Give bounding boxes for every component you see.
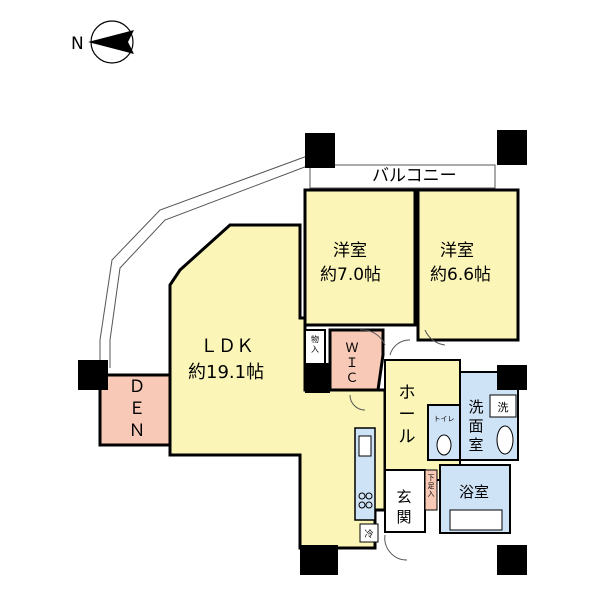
- svg-text:洗: 洗: [468, 398, 483, 416]
- svg-text:Ｗ: Ｗ: [345, 341, 358, 356]
- bath-label: 浴室: [459, 483, 489, 501]
- washroom-label: 洗 面 室: [468, 398, 483, 454]
- svg-text:ル: ル: [399, 427, 416, 447]
- western-room-1-size: 約7.0帖: [320, 265, 381, 285]
- ldk-size: 約19.1帖: [188, 362, 264, 383]
- svg-text:Ｄ: Ｄ: [129, 377, 146, 397]
- svg-text:ー: ー: [399, 405, 416, 425]
- wic-label: Ｗ Ｉ Ｃ: [345, 341, 358, 386]
- entrance-label: 玄 関: [396, 488, 411, 526]
- svg-text:入: 入: [311, 345, 319, 354]
- fridge-label: 冷: [364, 528, 373, 540]
- ldk-name: ＬＤＫ: [200, 336, 254, 357]
- svg-text:物: 物: [311, 334, 319, 344]
- washroom: [459, 371, 519, 461]
- door-swings: [349, 329, 446, 561]
- western-room-2-name: 洋室: [440, 241, 474, 261]
- svg-text:入: 入: [428, 490, 435, 498]
- svg-text:下: 下: [428, 474, 435, 482]
- kitchen-counter: [354, 427, 379, 543]
- svg-text:玄: 玄: [396, 488, 411, 506]
- svg-text:Ｅ: Ｅ: [129, 399, 146, 419]
- storage-label: 物 入: [311, 334, 319, 354]
- den-label: Ｄ Ｅ Ｎ: [129, 377, 146, 441]
- svg-text:室: 室: [468, 436, 483, 454]
- entrance-area: [384, 469, 438, 533]
- svg-text:面: 面: [468, 417, 483, 435]
- balcony-label: バルコニー: [372, 166, 457, 186]
- svg-text:Ｉ: Ｉ: [345, 356, 358, 371]
- western-room-1: [303, 188, 417, 327]
- western-room-2: [416, 188, 520, 342]
- compass-label: N: [71, 34, 84, 54]
- structural-columns: [78, 130, 527, 575]
- toilet-label: トイレ: [434, 415, 455, 423]
- svg-text:足: 足: [428, 482, 435, 490]
- western-room-1-name: 洋室: [333, 241, 367, 261]
- svg-text:Ｃ: Ｃ: [345, 371, 358, 386]
- washer-label: 洗: [498, 401, 509, 414]
- hall-label: ホ ー ル: [399, 383, 416, 447]
- shoe-box-label: 下 足 入: [428, 474, 435, 498]
- bathroom: [439, 464, 511, 534]
- svg-text:Ｎ: Ｎ: [129, 421, 146, 441]
- toilet-room: [427, 404, 461, 461]
- balcony: バルコニー: [99, 154, 496, 368]
- svg-text:ホ: ホ: [399, 383, 416, 403]
- western-room-2-size: 約6.6帖: [430, 265, 491, 285]
- svg-text:関: 関: [396, 508, 411, 526]
- north-arrow-icon: N: [71, 20, 134, 64]
- den-room: [98, 373, 172, 447]
